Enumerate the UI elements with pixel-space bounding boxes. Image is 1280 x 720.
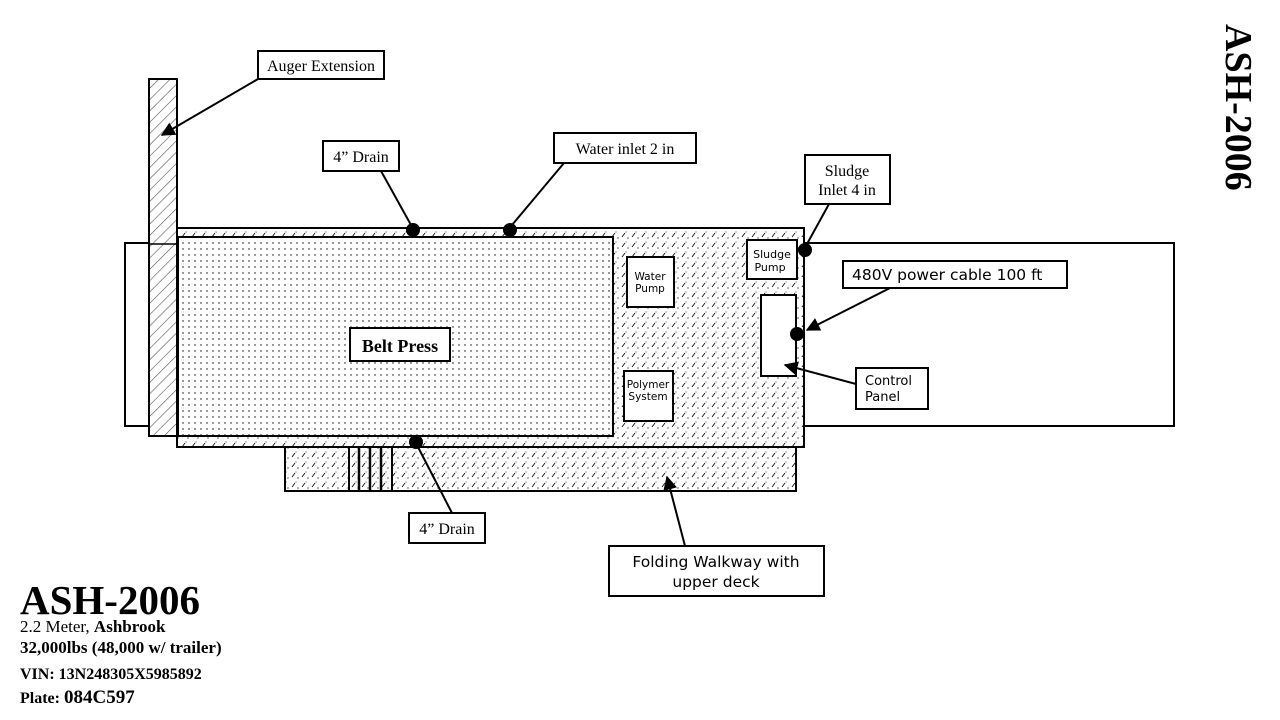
polymer-system-label-2: System xyxy=(628,391,667,403)
unit-title: ASH-2006 xyxy=(20,577,200,623)
water-pump xyxy=(626,256,675,308)
walkway-stairs xyxy=(348,447,393,491)
trailer-left-outline xyxy=(124,242,152,427)
polymer-system xyxy=(623,370,674,422)
walkway-leader xyxy=(663,475,686,547)
callout-power-cable-text: 480V power cable 100 ft xyxy=(852,266,1042,284)
callout-walkway-text-1: Folding Walkway with xyxy=(632,553,799,571)
vin-value: 13N248305X5985892 xyxy=(58,666,202,683)
sludge-pump xyxy=(746,239,798,280)
water-pump-label-1: Water xyxy=(634,271,666,283)
unit-size: 2.2 Meter, xyxy=(20,617,90,636)
callout-control-panel: Control Panel xyxy=(855,367,929,410)
sludge-inlet-connection xyxy=(798,243,812,257)
unit-manufacturer: Ashbrook xyxy=(93,617,166,636)
callout-control-panel-text-2: Panel xyxy=(865,390,900,405)
callout-walkway-text-2: upper deck xyxy=(672,573,759,591)
drain-top-connection xyxy=(406,223,420,237)
callout-control-panel-text-1: Control xyxy=(865,374,912,389)
water-pump-label-2: Pump xyxy=(635,283,665,295)
callout-sludge-inlet-text-2: Inlet 4 in xyxy=(818,182,876,199)
vin-label: VIN: xyxy=(20,666,55,683)
sludge-pump-label-1: Sludge xyxy=(753,248,791,261)
callout-drain-top: 4” Drain xyxy=(322,140,400,172)
callout-drain-top-text: 4” Drain xyxy=(333,149,389,166)
drain-bottom-connection xyxy=(409,435,423,449)
callout-water-inlet-text: Water inlet 2 in xyxy=(576,141,675,158)
drain-top-leader xyxy=(380,170,412,226)
drain-bottom-leader xyxy=(417,446,453,514)
unit-size-manufacturer: 2.2 Meter, Ashbrook xyxy=(20,617,165,637)
unit-plate-line: Plate: 084C597 xyxy=(20,688,135,709)
callout-drain-bottom-text: 4” Drain xyxy=(419,521,475,538)
control-panel-leader xyxy=(783,361,857,385)
belt-press-label: Belt Press xyxy=(362,336,438,356)
callout-drain-bottom: 4” Drain xyxy=(408,512,486,544)
auger-extension xyxy=(148,78,178,437)
belt-press-label-box xyxy=(349,327,451,362)
power-cable-leader xyxy=(805,287,891,331)
sludge-pump-label-2: Pump xyxy=(754,261,785,274)
polymer-system-label-1: Polymer xyxy=(627,379,670,391)
plate-label: Plate: xyxy=(20,690,60,707)
sludge-inlet-leader xyxy=(806,203,830,245)
callout-sludge-inlet-text-1: Sludge xyxy=(825,163,869,180)
callout-walkway: Folding Walkway with upper deck xyxy=(608,545,825,597)
vertical-unit-title: ASH-2006 xyxy=(1217,24,1259,191)
power-cable-connection xyxy=(790,327,804,341)
auger-leader xyxy=(160,78,259,136)
water-inlet-leader xyxy=(511,162,565,226)
unit-weight: 32,000lbs (48,000 w/ trailer) xyxy=(20,638,222,657)
callout-power-cable: 480V power cable 100 ft xyxy=(842,260,1068,289)
callout-water-inlet: Water inlet 2 in xyxy=(553,132,697,164)
callout-auger-extension-text: Auger Extension xyxy=(267,58,375,75)
plate-value: 084C597 xyxy=(63,687,135,708)
unit-vin-line: VIN: 13N248305X5985892 xyxy=(20,665,202,685)
water-inlet-connection xyxy=(503,223,517,237)
folding-walkway xyxy=(284,446,797,492)
callout-auger-extension: Auger Extension xyxy=(257,50,385,80)
callout-sludge-inlet: Sludge Inlet 4 in xyxy=(804,154,891,205)
